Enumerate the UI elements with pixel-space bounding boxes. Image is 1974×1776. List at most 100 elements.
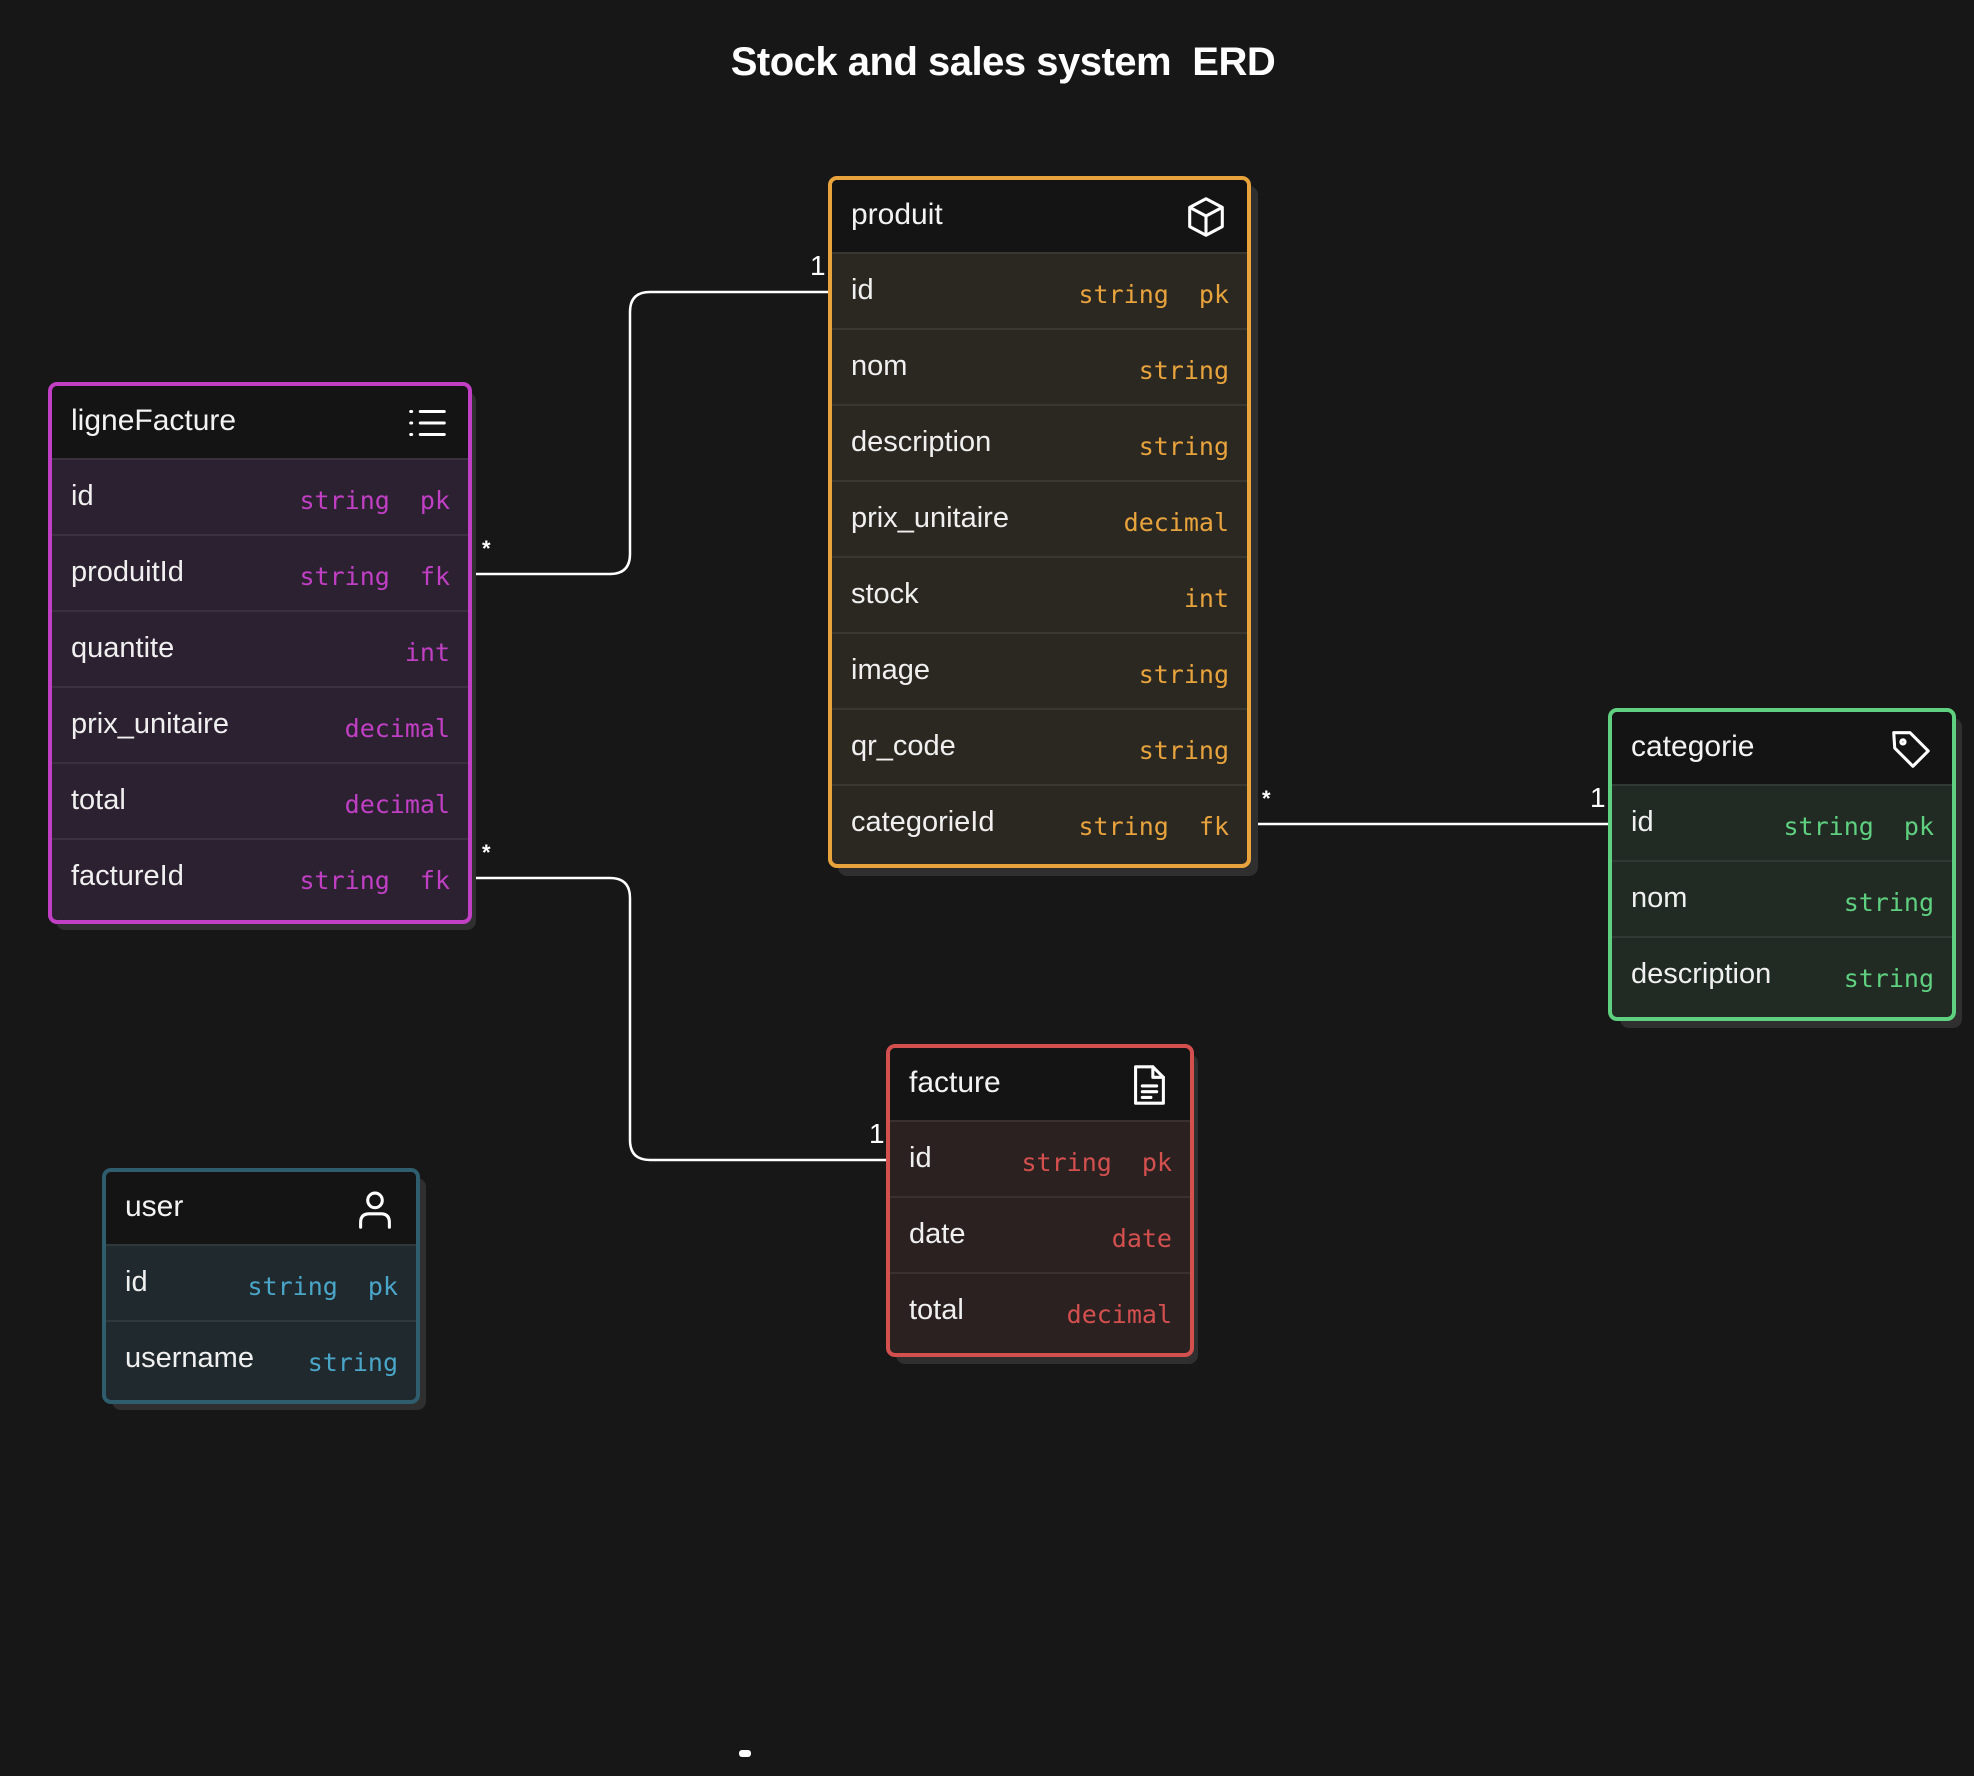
field-name: username (125, 1342, 254, 1374)
cardinality-many-lignefacture-facture: * (482, 840, 491, 865)
cardinality-one-categorie: 1 (1590, 782, 1606, 813)
field-list: id string pk username string (106, 1244, 416, 1396)
field-name: produitId (71, 556, 184, 588)
field-type: int (404, 638, 450, 667)
field-name: prix_unitaire (851, 502, 1009, 534)
cardinality-one-produit: 1 (810, 250, 826, 281)
cardinality-many-lignefacture-produit: * (482, 536, 491, 561)
relationship-line-lignefacture-facture[interactable] (468, 876, 890, 1162)
field-row-id[interactable]: id string pk (52, 458, 468, 534)
field-type: decimal (344, 790, 450, 819)
field-row-prix-unitaire[interactable]: prix_unitaire decimal (52, 686, 468, 762)
entity-user[interactable]: user id string pk username string (102, 1168, 420, 1404)
entity-name: facture (909, 1066, 1001, 1099)
document-icon (1126, 1062, 1172, 1108)
field-list: id string pk nom string description string pri… (832, 252, 1247, 860)
field-row-id[interactable]: id string pk (890, 1120, 1190, 1196)
field-name: image (851, 654, 930, 686)
tag-icon (1888, 726, 1934, 772)
field-name: id (851, 274, 874, 306)
field-row-image[interactable]: image string (832, 632, 1247, 708)
field-name: id (909, 1142, 932, 1174)
field-row-total[interactable]: total decimal (890, 1272, 1190, 1348)
field-type: string fk (1078, 812, 1229, 841)
entity-produit[interactable]: produit id string pk nom string description s… (828, 176, 1251, 868)
field-row-description[interactable]: description string (1612, 936, 1952, 1012)
field-row-stock[interactable]: stock int (832, 556, 1247, 632)
field-type: string pk (1078, 280, 1229, 309)
field-list: id string pk date date total decimal (890, 1120, 1190, 1348)
field-name: qr_code (851, 730, 956, 762)
entity-name: categorie (1631, 730, 1755, 763)
field-row-date[interactable]: date date (890, 1196, 1190, 1272)
cardinality-many-produit-categorie: * (1262, 786, 1271, 811)
user-icon (352, 1186, 398, 1232)
field-list: id string pk nom string description string (1612, 784, 1952, 1012)
field-type: string (1138, 660, 1229, 689)
field-row-factureid[interactable]: factureId string fk (52, 838, 468, 914)
field-type: string pk (247, 1272, 398, 1301)
field-row-nom[interactable]: nom string (832, 328, 1247, 404)
field-type: decimal (344, 714, 450, 743)
field-type: string pk (1783, 812, 1934, 841)
entity-facture[interactable]: facture id string pk date date total decimal (886, 1044, 1194, 1357)
field-type: int (1183, 584, 1229, 613)
entity-name: user (125, 1190, 184, 1223)
field-type: string (1843, 888, 1934, 917)
field-type: string (1138, 356, 1229, 385)
field-type: string fk (299, 866, 450, 895)
field-name: stock (851, 578, 919, 610)
field-type: string (307, 1348, 398, 1377)
field-type: string pk (299, 486, 450, 515)
field-name: description (1631, 958, 1772, 990)
field-name: id (1631, 806, 1654, 838)
field-type: string (1138, 736, 1229, 765)
field-type: string (1138, 432, 1229, 461)
entity-name: ligneFacture (71, 404, 237, 437)
field-row-nom[interactable]: nom string (1612, 860, 1952, 936)
box-icon (1183, 194, 1229, 240)
field-name: factureId (71, 860, 184, 892)
field-row-description[interactable]: description string (832, 404, 1247, 480)
field-row-prix-unitaire[interactable]: prix_unitaire decimal (832, 480, 1247, 556)
entity-header: user (106, 1172, 416, 1244)
field-name: prix_unitaire (71, 708, 229, 740)
entity-header: ligneFacture (52, 386, 468, 458)
field-name: nom (851, 350, 908, 382)
field-type: string fk (299, 562, 450, 591)
field-name: id (125, 1266, 148, 1298)
entity-header: categorie (1612, 712, 1952, 784)
field-row-id[interactable]: id string pk (106, 1244, 416, 1320)
field-name: total (909, 1294, 964, 1326)
entity-header: facture (890, 1048, 1190, 1120)
diagram-marker (739, 1750, 751, 1757)
entity-name: produit (851, 198, 943, 231)
list-icon (404, 400, 450, 446)
field-list: id string pk produitId string fk quantite int… (52, 458, 468, 914)
field-row-qr-code[interactable]: qr_code string (832, 708, 1247, 784)
field-row-quantite[interactable]: quantite int (52, 610, 468, 686)
field-name: date (909, 1218, 966, 1250)
cardinality-one-facture: 1 (869, 1118, 885, 1149)
diagram-title: Stock and sales system ERD (730, 40, 1276, 84)
field-row-id[interactable]: id string pk (832, 252, 1247, 328)
entity-lignefacture[interactable]: ligneFacture id string pk produitId string … (48, 382, 472, 924)
field-name: categorieId (851, 806, 995, 838)
field-row-categorieid[interactable]: categorieId string fk (832, 784, 1247, 860)
field-name: quantite (71, 632, 175, 664)
field-type: decimal (1123, 508, 1229, 537)
field-row-id[interactable]: id string pk (1612, 784, 1952, 860)
field-type: decimal (1066, 1300, 1172, 1329)
relationship-line-lignefacture-produit[interactable] (468, 290, 832, 576)
field-row-produitid[interactable]: produitId string fk (52, 534, 468, 610)
field-type: string (1843, 964, 1934, 993)
field-row-username[interactable]: username string (106, 1320, 416, 1396)
field-name: description (851, 426, 992, 458)
entity-header: produit (832, 180, 1247, 252)
field-name: id (71, 480, 94, 512)
field-type: date (1111, 1224, 1172, 1253)
field-type: string pk (1021, 1148, 1172, 1177)
field-name: nom (1631, 882, 1688, 914)
